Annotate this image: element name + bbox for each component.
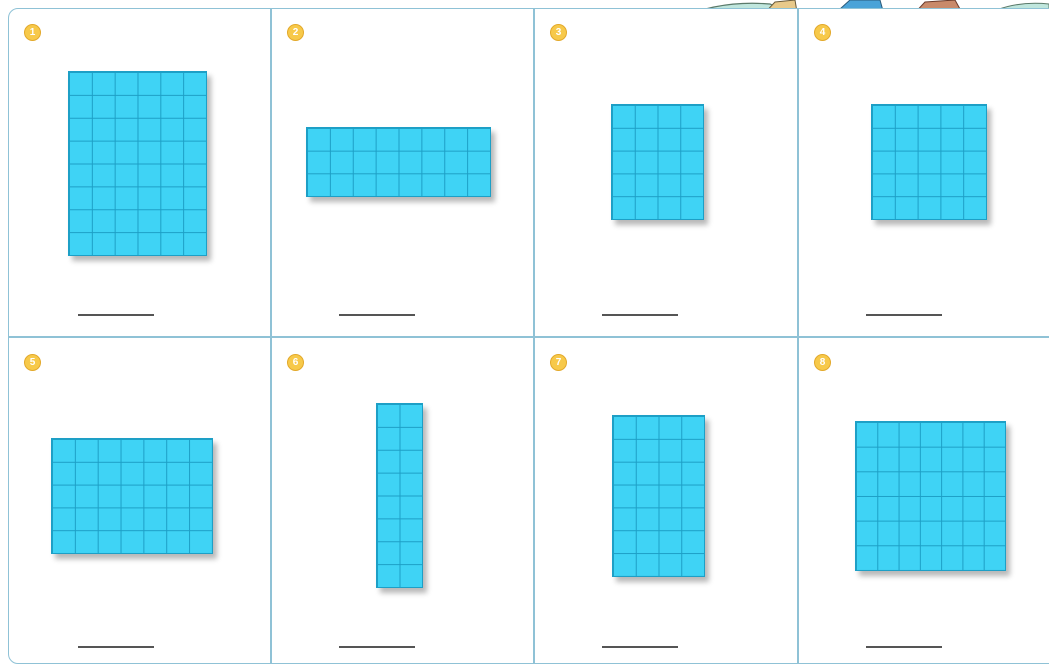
problem-cell-7: 7 [534, 338, 796, 666]
problem-number-badge: 1 [24, 24, 41, 41]
problem-cell-2: 2 [271, 8, 533, 336]
answer-line[interactable] [339, 314, 415, 316]
answer-line[interactable] [339, 646, 415, 648]
array-grid [51, 438, 213, 554]
array-grid [612, 415, 705, 577]
problem-number-badge: 5 [24, 354, 41, 371]
array-grid [376, 403, 423, 588]
answer-line[interactable] [602, 314, 678, 316]
answer-line[interactable] [78, 646, 154, 648]
problem-cell-4: 4 [798, 8, 1049, 336]
array-grid [611, 104, 704, 220]
problem-number-badge: 3 [550, 24, 567, 41]
problem-cell-5: 5 [8, 338, 270, 666]
array-grid [68, 71, 207, 256]
array-grid [871, 104, 987, 220]
answer-line[interactable] [866, 314, 942, 316]
problem-number-badge: 6 [287, 354, 304, 371]
problem-number-badge: 7 [550, 354, 567, 371]
problem-cell-8: 8 [798, 338, 1049, 666]
problem-cell-1: 1 [8, 8, 270, 336]
answer-line[interactable] [866, 646, 942, 648]
answer-line[interactable] [78, 314, 154, 316]
problem-number-badge: 4 [814, 24, 831, 41]
problem-number-badge: 2 [287, 24, 304, 41]
array-grid [855, 421, 1006, 571]
array-grid [306, 127, 491, 197]
problem-cell-6: 6 [271, 338, 533, 666]
problem-number-badge: 8 [814, 354, 831, 371]
problem-cell-3: 3 [534, 8, 796, 336]
answer-line[interactable] [602, 646, 678, 648]
